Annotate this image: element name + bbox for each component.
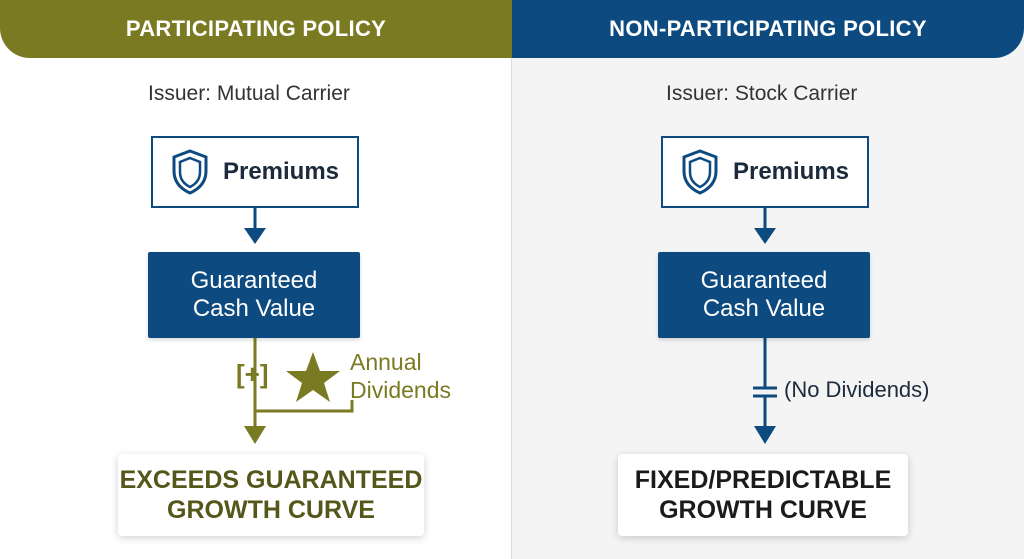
panel-divider <box>511 58 512 559</box>
shield-icon <box>172 149 208 195</box>
plus-symbol: [+] <box>236 359 269 389</box>
non-participating-premiums-box: Premiums <box>661 136 869 208</box>
participating-premiums-box: Premiums <box>151 136 359 208</box>
premiums-label: Premiums <box>222 158 340 185</box>
non-participating-header: NON-PARTICIPATING POLICY <box>512 0 1024 58</box>
no-dividends-label: (No Dividends) <box>784 377 930 402</box>
non-participating-issuer: Issuer: Stock Carrier <box>666 82 858 105</box>
shield-icon <box>682 149 718 195</box>
participating-issuer: Issuer: Mutual Carrier <box>148 82 350 105</box>
premiums-label: Premiums <box>732 158 850 185</box>
participating-header: PARTICIPATING POLICY <box>0 0 512 58</box>
